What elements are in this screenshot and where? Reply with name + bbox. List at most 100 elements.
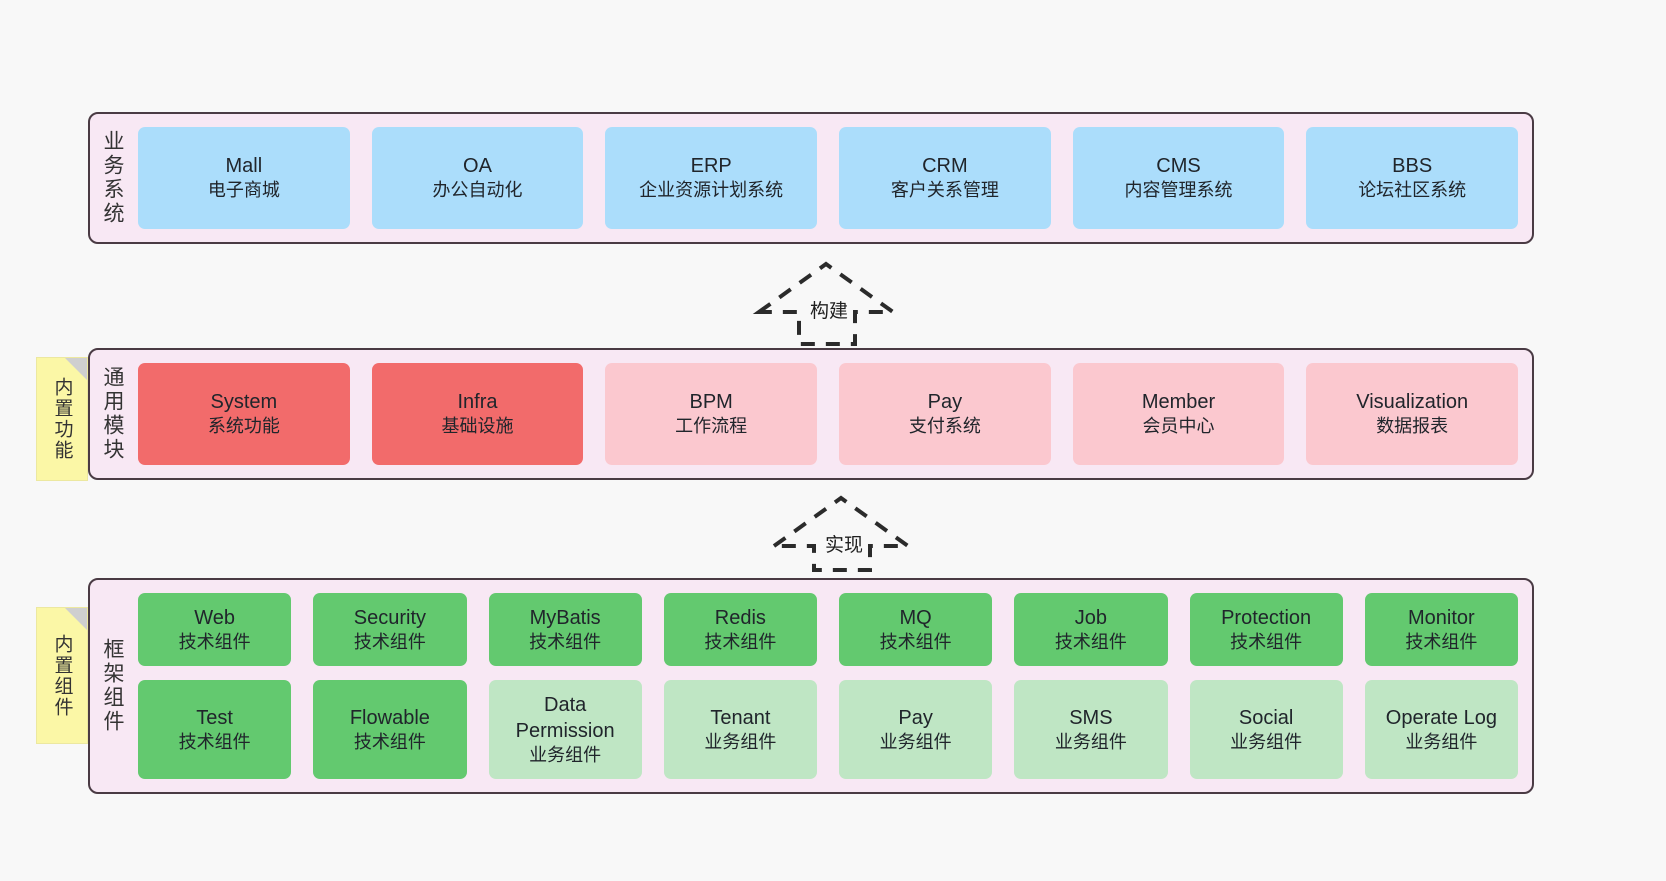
node-erp[interactable]: ERP 企业资源计划系统 [605, 127, 818, 229]
node-system[interactable]: System 系统功能 [138, 363, 350, 465]
node-subtitle: 数据报表 [1376, 416, 1449, 437]
layer-title-business-system: 业务系统 [101, 130, 124, 226]
note-builtin-component: 内置组件 [37, 608, 87, 743]
node-title: Job [1074, 606, 1107, 629]
node-flowable[interactable]: Flowable 技术组件 [313, 680, 467, 779]
node-pay[interactable]: Pay 支付系统 [839, 363, 1051, 465]
connector-build: 构建 [752, 258, 901, 346]
connector-implement: 实现 [767, 492, 916, 572]
node-subtitle: 电子商城 [207, 180, 280, 201]
node-title: ERP [690, 155, 732, 178]
node-title: Member [1141, 391, 1216, 414]
node-mall[interactable]: Mall 电子商城 [138, 127, 350, 229]
node-mq[interactable]: MQ 技术组件 [839, 593, 993, 666]
node-security[interactable]: Security 技术组件 [313, 593, 467, 666]
node-cms[interactable]: CMS 内容管理系统 [1072, 127, 1285, 229]
node-bbs[interactable]: BBS 论坛社区系统 [1306, 127, 1519, 229]
node-protection[interactable]: Protection 技术组件 [1189, 593, 1343, 666]
node-title: Tenant [710, 706, 771, 729]
note-builtin-function: 内置功能 [37, 358, 87, 480]
node-test[interactable]: Test 技术组件 [138, 680, 292, 779]
node-title: MyBatis [529, 606, 601, 629]
node-title: CMS [1156, 155, 1201, 178]
node-title: Infra [457, 391, 498, 414]
node-subtitle: 工作流程 [675, 416, 748, 437]
node-infra[interactable]: Infra 基础设施 [371, 363, 584, 465]
node-subtitle: 系统功能 [207, 416, 280, 437]
node-title: Pay [927, 391, 963, 414]
node-subtitle: 支付系统 [908, 416, 981, 437]
node-subtitle: 业务组件 [1230, 731, 1303, 752]
layer-body-business-system: Mall 电子商城 OA 办公自动化 ERP 企业资源计划系统 CRM 客户关系… [134, 114, 1532, 242]
node-title: MQ [899, 606, 932, 629]
node-subtitle: 技术组件 [178, 631, 251, 652]
node-row: Test 技术组件 Flowable 技术组件 Data Permission … [138, 680, 1518, 779]
node-title: Mall [225, 155, 263, 178]
node-job[interactable]: Job 技术组件 [1014, 593, 1168, 666]
connector-build-label: 构建 [808, 296, 851, 323]
note-label: 内置组件 [51, 633, 73, 718]
node-subtitle: 技术组件 [704, 631, 777, 652]
node-title: Redis [714, 606, 766, 629]
node-subtitle: 基础设施 [441, 416, 514, 437]
node-operate-log[interactable]: Operate Log 业务组件 [1364, 680, 1518, 779]
node-title: Protection [1221, 606, 1312, 629]
node-row: System 系统功能 Infra 基础设施 BPM 工作流程 Pay 支付系统… [138, 363, 1519, 465]
node-row: Mall 电子商城 OA 办公自动化 ERP 企业资源计划系统 CRM 客户关系… [138, 127, 1519, 229]
node-subtitle: 业务组件 [704, 731, 777, 752]
layer-framework-component: 框架组件 Web 技术组件 Security 技术组件 MyBatis 技术组件… [88, 578, 1534, 794]
node-title: Social [1238, 706, 1294, 729]
connector-implement-label: 实现 [823, 530, 866, 557]
node-subtitle: 企业资源计划系统 [639, 180, 784, 201]
node-monitor[interactable]: Monitor 技术组件 [1364, 593, 1518, 666]
layer-common-module: 通用模块 System 系统功能 Infra 基础设施 BPM 工作流程 Pay… [88, 348, 1534, 480]
node-tenant[interactable]: Tenant 业务组件 [663, 680, 817, 779]
node-title: Test [196, 706, 233, 729]
node-title: Data Permission [515, 693, 615, 742]
node-subtitle: 技术组件 [178, 731, 251, 752]
node-social[interactable]: Social 业务组件 [1189, 680, 1343, 779]
node-subtitle: 技术组件 [1054, 631, 1127, 652]
node-subtitle: 业务组件 [1405, 731, 1478, 752]
layer-body-framework-component: Web 技术组件 Security 技术组件 MyBatis 技术组件 Redi… [134, 580, 1532, 792]
layer-title-framework-component: 框架组件 [101, 638, 124, 734]
node-crm[interactable]: CRM 客户关系管理 [839, 127, 1051, 229]
node-title: Pay [898, 706, 933, 729]
node-title: Visualization [1356, 391, 1469, 414]
node-title: SMS [1069, 706, 1113, 729]
node-title: BPM [689, 391, 733, 414]
node-subtitle: 技术组件 [1405, 631, 1478, 652]
node-title: BBS [1392, 155, 1433, 178]
node-subtitle: 业务组件 [879, 731, 952, 752]
node-title: Flowable [349, 706, 430, 729]
node-oa[interactable]: OA 办公自动化 [371, 127, 584, 229]
node-data-permission[interactable]: Data Permission 业务组件 [488, 680, 642, 779]
note-fold-icon [65, 358, 87, 380]
node-subtitle: 业务组件 [1054, 731, 1127, 752]
node-subtitle: 办公自动化 [432, 180, 523, 201]
node-redis[interactable]: Redis 技术组件 [663, 593, 817, 666]
node-subtitle: 技术组件 [1230, 631, 1303, 652]
node-title: OA [463, 155, 492, 178]
dashed-arrow-up-icon [767, 495, 915, 572]
node-bpm[interactable]: BPM 工作流程 [605, 363, 818, 465]
node-subtitle: 技术组件 [353, 731, 426, 752]
layer-title-common-module: 通用模块 [101, 366, 124, 462]
node-pay-business[interactable]: Pay 业务组件 [839, 680, 993, 779]
note-label: 内置功能 [51, 377, 73, 461]
node-subtitle: 技术组件 [353, 631, 426, 652]
node-title: Web [194, 606, 235, 629]
node-web[interactable]: Web 技术组件 [138, 593, 292, 666]
node-sms[interactable]: SMS 业务组件 [1014, 680, 1168, 779]
node-mybatis[interactable]: MyBatis 技术组件 [488, 593, 642, 666]
node-visualization[interactable]: Visualization 数据报表 [1306, 363, 1519, 465]
node-title: System [210, 391, 278, 414]
node-subtitle: 技术组件 [879, 631, 952, 652]
node-member[interactable]: Member 会员中心 [1072, 363, 1285, 465]
node-subtitle: 业务组件 [529, 744, 602, 765]
node-subtitle: 客户关系管理 [890, 180, 999, 201]
node-title: Security [353, 606, 426, 629]
node-title: Operate Log [1385, 706, 1497, 729]
node-subtitle: 内容管理系统 [1124, 180, 1233, 201]
